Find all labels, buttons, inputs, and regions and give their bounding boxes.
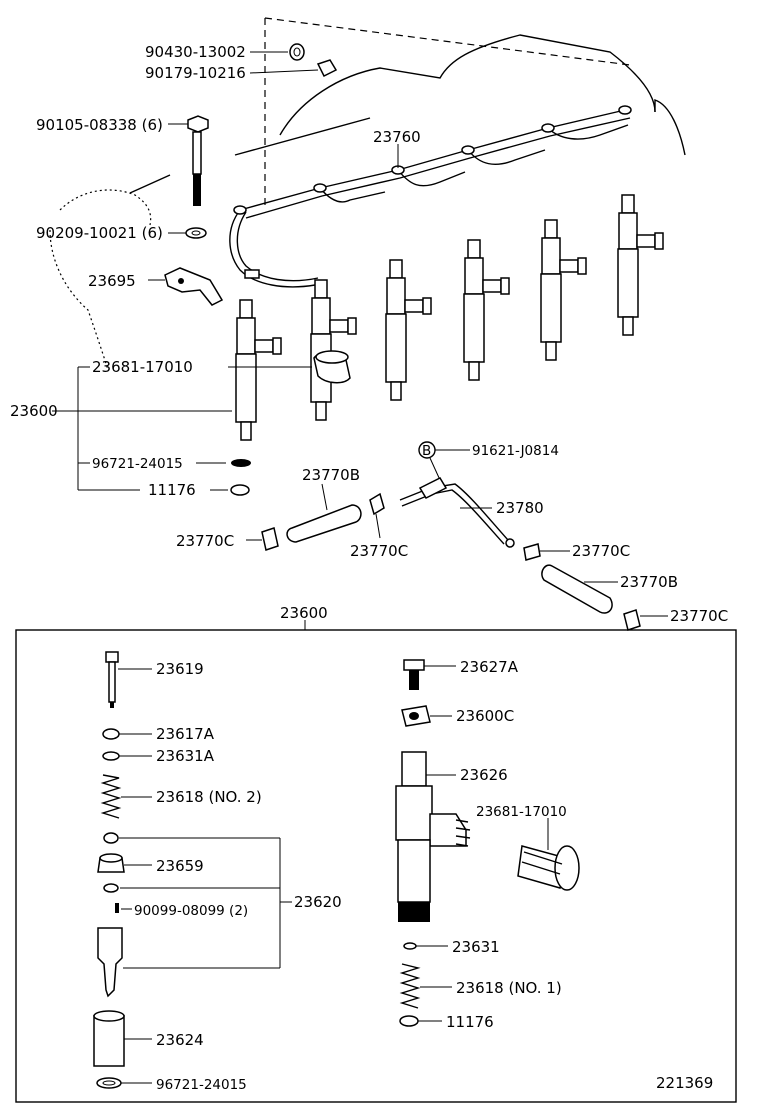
bracket-23620 — [119, 837, 292, 969]
bolt-23627A — [403, 659, 425, 690]
label-90179: 90179-10216 — [145, 64, 246, 82]
label-23681-top: 23681-17010 — [92, 358, 193, 376]
injector-assembly-1 — [235, 299, 282, 441]
label-23659: 23659 — [156, 857, 204, 875]
label-23619: 23619 — [156, 660, 204, 678]
clip-23770C-a — [261, 527, 279, 551]
label-90099: 90099-08099 (2) — [134, 903, 248, 919]
bracket-23600-top — [52, 366, 312, 491]
pin-90099 — [115, 903, 119, 913]
label-23631: 23631 — [452, 938, 500, 956]
label-23770B-b: 23770B — [620, 573, 678, 591]
injector-assembly-5 — [540, 219, 587, 361]
shim-23631A — [102, 751, 120, 761]
box-title-23600: 23600 — [280, 604, 328, 622]
label-23620: 23620 — [294, 893, 342, 911]
injector-assembly-4 — [463, 239, 510, 381]
label-23695: 23695 — [88, 272, 136, 290]
injector-assembly-6 — [617, 194, 664, 336]
gasket-96721-bot — [96, 1077, 122, 1089]
return-pipe-23780 — [399, 477, 515, 548]
label-90430: 90430-13002 — [145, 43, 246, 61]
nozzle-holder-body-23626 — [395, 751, 471, 922]
washer-90430 — [289, 43, 305, 61]
nozzle-23620 — [97, 927, 123, 998]
diagram-number: 221369 — [656, 1074, 713, 1092]
leader-23770B-a — [321, 483, 328, 511]
washer-11176-top — [230, 484, 250, 496]
nut-23624 — [93, 1010, 125, 1067]
label-96721-top: 96721-24015 — [92, 456, 183, 472]
bolt-90105 — [187, 115, 209, 206]
label-23770C-d: 23770C — [670, 607, 728, 625]
injector-assembly-3 — [385, 259, 432, 401]
label-11176-bot: 11176 — [446, 1013, 494, 1031]
washer-11176-bot — [399, 1015, 419, 1027]
clip-23770C-d — [623, 609, 641, 631]
sleeve-23681-bot — [517, 845, 580, 891]
gasket-96721-top — [231, 459, 251, 467]
cylinder-head-outline — [49, 17, 686, 371]
gasket-23600C — [401, 705, 431, 727]
washer-90209 — [185, 227, 207, 239]
label-23624: 23624 — [156, 1031, 204, 1049]
exploded-view-frame — [15, 629, 737, 1103]
spring-23618-no1 — [399, 963, 421, 1009]
label-23617A: 23617A — [156, 725, 215, 743]
label-23770B-a: 23770B — [302, 466, 360, 484]
label-23760: 23760 — [373, 128, 421, 146]
label-96721-bot: 96721-24015 — [156, 1077, 247, 1093]
label-91621: 91621-J0814 — [472, 443, 559, 459]
nozzle-holder-sleeve-top — [313, 350, 351, 384]
label-11176-top: 11176 — [148, 481, 196, 499]
label-23780: 23780 — [496, 499, 544, 517]
label-23600-top: 23600 — [10, 402, 58, 420]
hose-23770B-b — [541, 564, 613, 614]
clip-23770C-b — [369, 492, 385, 516]
shim-23617A — [102, 728, 120, 740]
shim-23631 — [403, 942, 417, 950]
label-23770C-a: 23770C — [176, 532, 234, 550]
label-23618-no1: 23618 (NO. 1) — [456, 979, 562, 997]
leader-90179 — [249, 69, 319, 74]
hose-23770B-a — [286, 504, 362, 543]
label-90209: 90209-10021 (6) — [36, 224, 163, 242]
clip-23770C-c — [523, 543, 541, 561]
spring-23618-no2 — [100, 774, 122, 819]
leader-B — [429, 457, 441, 481]
label-23627A: 23627A — [460, 658, 519, 676]
label-23631A: 23631A — [156, 747, 215, 765]
leader-23770C-b — [375, 513, 381, 539]
ring-small — [103, 883, 119, 893]
label-23681-bot: 23681-17010 — [476, 804, 567, 820]
label-23770C-c: 23770C — [572, 542, 630, 560]
label-23770C-b: 23770C — [350, 542, 408, 560]
marker-B-text: B — [422, 443, 431, 459]
label-90105: 90105-08338 (6) — [36, 116, 163, 134]
seat-small — [103, 832, 119, 844]
label-23626: 23626 — [460, 766, 508, 784]
label-23618-no2: 23618 (NO. 2) — [156, 788, 262, 806]
marker-B: B — [418, 441, 436, 459]
injector-assembly-2 — [310, 279, 357, 421]
label-23600C: 23600C — [456, 707, 514, 725]
clamp-23695 — [164, 267, 224, 306]
spacer-23659 — [97, 853, 125, 873]
plug-90179 — [316, 59, 338, 78]
pin-23619 — [105, 651, 119, 708]
injection-pipes-23760 — [229, 105, 632, 288]
